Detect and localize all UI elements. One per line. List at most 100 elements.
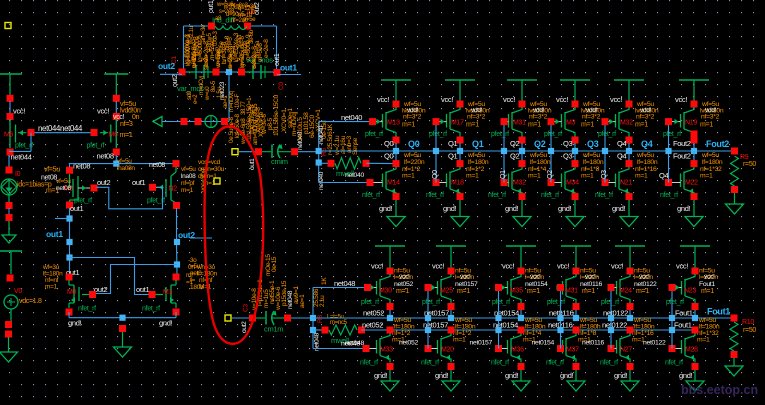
svg-text:vcc!: vcc! [377,95,389,104]
svg-text:pfet_rf: pfet_rf [429,131,447,138]
svg-text:cm1m: cm1m [264,325,283,334]
svg-text:N2: N2 [169,186,178,193]
svg-text:Fout1: Fout1 [707,307,730,317]
svg-text:m=1: m=1 [402,173,415,180]
svg-text:net052: net052 [399,340,419,347]
svg-text:m=1: m=1 [527,288,540,295]
svg-text:Q0: Q0 [384,139,394,148]
svg-text:nfet_rf: nfet_rf [362,192,380,199]
svg-text:nf=3*2: nf=3*2 [636,114,655,121]
svg-text:pfet_rf: pfet_rf [601,299,619,306]
svg-text:XCV0=1e: XCV0=1e [258,111,265,137]
svg-text:gnd!: gnd! [505,371,519,380]
svg-text:pfet_rf: pfet_rf [544,131,562,138]
svg-text:pfet_rf: pfet_rf [598,131,616,138]
svg-text:gnd!: gnd! [558,204,572,213]
svg-text:C3: C3 [243,304,250,312]
svg-text:net048: net048 [345,340,365,347]
svg-text:C0: C0 [278,82,285,90]
svg-text:M34: M34 [566,180,579,187]
svg-text:nfet_rf: nfet_rf [665,360,683,367]
svg-text:nfet_rf: nfet_rf [488,192,506,199]
svg-text:out2: out2 [172,74,179,87]
svg-text:vcc!: vcc! [610,95,622,104]
svg-text:lna08: lna08 [181,173,196,180]
svg-text:gnd!: gnd! [374,371,388,380]
svg-text:nf=3*2: nf=3*2 [403,114,422,121]
svg-text:M0: M0 [67,289,77,296]
svg-text:0n: 0n [132,114,140,121]
svg-text:nf=3: nf=3 [120,121,133,128]
svg-text:a8: a8 [215,16,222,22]
svg-text:vcc!: vcc! [530,274,541,281]
svg-text:nf3e-8: nf3e-8 [191,47,198,64]
svg-text:net0154: net0154 [525,281,548,288]
svg-text:M25: M25 [440,288,453,295]
svg-text:m=1: m=1 [635,173,648,180]
svg-text:m=1: m=1 [45,284,58,291]
svg-text:gnd!: gnd! [679,371,693,380]
svg-text:pfet_rf: pfet_rf [663,131,681,138]
svg-text:m=1: m=1 [466,173,479,180]
svg-text:Q1: Q1 [448,152,458,161]
svg-text:Q1: Q1 [448,139,458,148]
svg-text:bbs.eetop.cn: bbs.eetop.cn [681,383,758,397]
svg-text:net044net044: net044net044 [38,124,83,133]
svg-text:net08: net08 [56,185,71,192]
svg-text:nfet_rf: nfet_rf [541,192,559,199]
svg-text:net0122: net0122 [603,309,628,318]
svg-text:wf=5u: wf=5u [403,152,421,159]
svg-text:m=1: m=1 [396,288,409,295]
svg-text:Q3: Q3 [587,139,599,149]
svg-text:p=5e: p=5e [243,17,256,23]
svg-text:1K: 1K [321,277,328,285]
svg-text:nfet_rf: nfet_rf [78,306,96,313]
svg-text:Q2: Q2 [547,170,554,179]
svg-text:M3: M3 [566,120,576,127]
svg-text:out1: out1 [280,63,297,73]
svg-text:gnd!: gnd! [505,204,519,213]
svg-text:vcc!: vcc! [371,262,383,271]
svg-text:vdc=1.8: vdc=1.8 [19,298,42,305]
svg-text:nfet_rf: nfet_rf [660,192,678,199]
svg-text:m=1: m=1 [700,122,713,129]
svg-text:M31: M31 [565,288,578,295]
svg-text:out1: out1 [70,204,84,213]
svg-text:vcc!: vcc! [503,95,515,104]
svg-text:R9: R9 [740,154,749,161]
svg-text:out1: out1 [132,178,146,187]
svg-text:pfet_rf: pfet_rf [492,299,510,306]
svg-text:e=2e-8: e=2e-8 [263,39,270,58]
svg-text:m=1: m=1 [181,187,194,194]
svg-text:pfet_rf: pfet_rf [87,143,105,150]
svg-text:Q2: Q2 [534,139,546,149]
svg-text:nfet_rf: nfet_rf [142,306,160,313]
svg-text:r=50: r=50 [743,327,756,334]
svg-text:m=1: m=1 [636,288,649,295]
svg-text:Q4: Q4 [617,152,627,161]
svg-text:wf=5u: wf=5u [636,152,654,159]
svg-text:M31: M31 [513,120,526,127]
svg-text:vcc!: vcc! [611,262,623,271]
svg-text:m=1: m=1 [528,173,541,180]
svg-text:Q0: Q0 [408,139,420,149]
svg-text:vcc!: vcc! [13,107,25,116]
svg-text:vf=5u: vf=5u [181,166,196,173]
svg-text:nf=3*2: nf=3*2 [467,114,486,121]
svg-text:m=1: m=1 [635,122,648,129]
svg-text:Q0: Q0 [384,152,394,161]
svg-text:Q4: Q4 [641,139,653,149]
svg-text:net0154: net0154 [532,340,555,347]
svg-text:vf=5u: vf=5u [117,158,132,165]
svg-text:wf=5u: wf=5u [582,152,600,159]
svg-text:nfet_rf: nfet_rf [600,360,618,367]
svg-text:pfet_rf: pfet_rf [15,143,33,150]
svg-text:pfet_rf: pfet_rf [491,131,509,138]
svg-text:net040: net040 [318,171,325,190]
svg-text:lg=50: lg=50 [240,54,246,68]
svg-text:M37: M37 [566,347,579,354]
svg-text:vcc!: vcc! [432,262,444,271]
svg-text:I0: I0 [15,171,21,178]
svg-text:pfet_rf: pfet_rf [666,299,684,306]
svg-text:out1: out1 [274,53,281,66]
